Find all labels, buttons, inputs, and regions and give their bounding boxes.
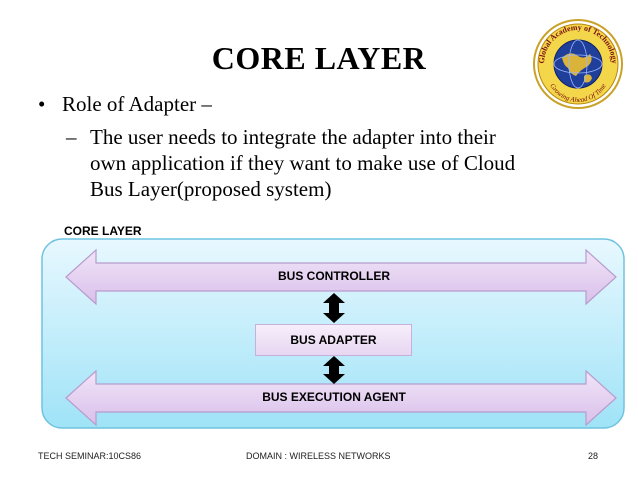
footer-left: TECH SEMINAR:10CS86 (38, 451, 142, 461)
slide-title: CORE LAYER (211, 40, 427, 76)
diagram-label: CORE LAYER (64, 224, 142, 238)
page-number: 28 (588, 451, 599, 461)
bus-execution-agent-label: BUS EXECUTION AGENT (262, 390, 406, 404)
bus-controller-arrow (65, 248, 617, 306)
college-logo: Global Academy of Technology Growing Ahe… (533, 19, 623, 109)
adapter-agent-connector (323, 356, 345, 384)
controller-adapter-connector (323, 293, 345, 323)
bullet-sub-text: The user needs to integrate the adapter … (90, 125, 516, 201)
bus-adapter-label: BUS ADAPTER (290, 333, 377, 347)
footer-center: DOMAIN : WIRELESS NETWORKS (246, 451, 391, 461)
bullet-main-text: Role of Adapter – (62, 92, 212, 116)
bullet-dash: – (66, 125, 77, 149)
bus-controller-label: BUS CONTROLLER (278, 269, 390, 283)
bullet-main: • Role of Adapter – (38, 92, 212, 117)
bus-adapter-box: BUS ADAPTER (255, 324, 412, 356)
bullet-mark: • (38, 92, 46, 116)
bullet-sub: – The user needs to integrate the adapte… (66, 124, 536, 202)
bus-execution-agent-arrow (65, 369, 617, 427)
